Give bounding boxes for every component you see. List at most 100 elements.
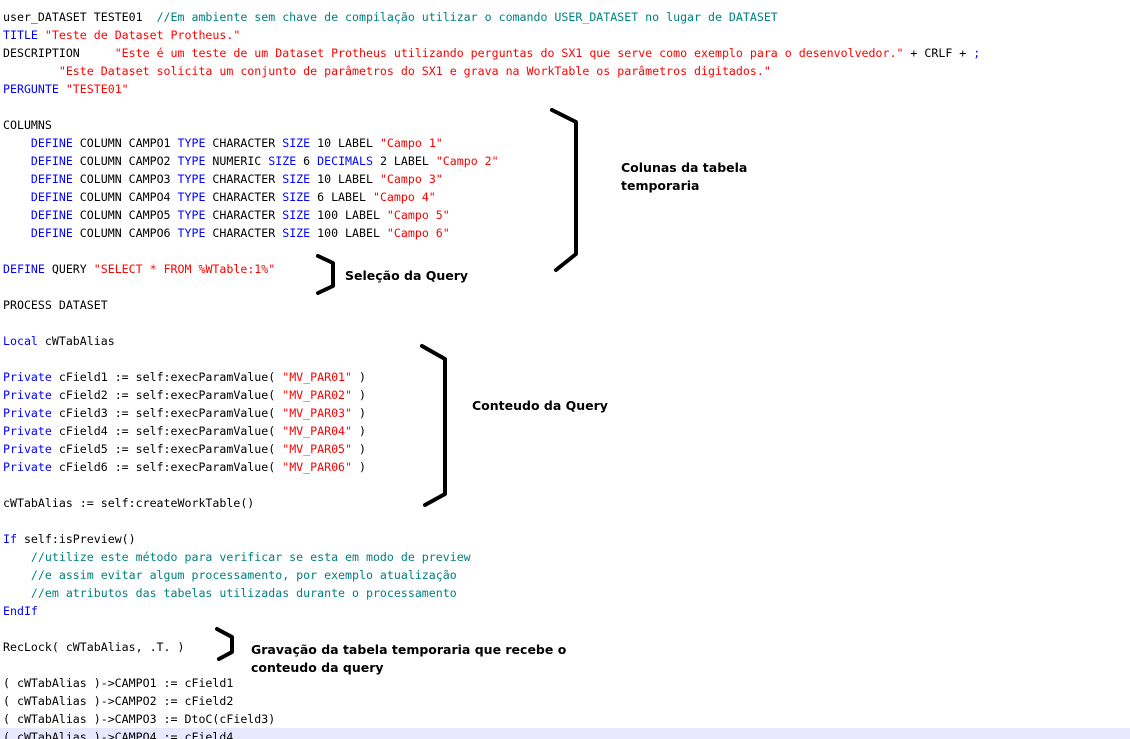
code-line[interactable]: PERGUNTE "TESTE01" bbox=[3, 80, 129, 98]
code-token-plain: NUMERIC bbox=[205, 154, 269, 168]
code-token-plain: cField5 := self:execParamValue( bbox=[51, 442, 283, 456]
code-line[interactable]: DEFINE QUERY "SELECT * FROM %WTable:1%" bbox=[3, 260, 275, 278]
code-token-plain bbox=[3, 172, 31, 186]
code-line[interactable]: PROCESS DATASET bbox=[3, 296, 108, 314]
code-token-keyword: Private bbox=[3, 370, 52, 384]
code-line[interactable]: //e assim evitar algum processamento, po… bbox=[3, 566, 457, 584]
code-line[interactable]: RecLock( cWTabAlias, .T. ) bbox=[3, 638, 184, 656]
code-line[interactable]: //em atributos das tabelas utilizadas du… bbox=[3, 584, 457, 602]
code-token-string: "TESTE01" bbox=[65, 82, 129, 96]
code-line[interactable]: Private cField4 := self:execParamValue( … bbox=[3, 422, 366, 440]
code-token-plain: ( cWTabAlias )->CAMPO4 := cField4 bbox=[3, 730, 234, 739]
code-line[interactable]: If self:isPreview() bbox=[3, 530, 136, 548]
code-token-plain: COLUMN CAMPO3 bbox=[72, 172, 178, 186]
code-token-plain: cField3 := self:execParamValue( bbox=[51, 406, 283, 420]
code-token-plain: user_DATASET TESTE01 bbox=[3, 10, 157, 24]
columns-brace bbox=[550, 108, 578, 272]
code-line[interactable]: ( cWTabAlias )->CAMPO2 := cField2 bbox=[3, 692, 233, 710]
code-token-keyword: TYPE bbox=[177, 208, 206, 222]
code-token-plain: COLUMN CAMPO1 bbox=[72, 136, 178, 150]
query-content-brace bbox=[420, 344, 447, 507]
code-token-plain bbox=[3, 568, 31, 582]
code-token-plain bbox=[3, 586, 31, 600]
code-line[interactable]: Private cField6 := self:execParamValue( … bbox=[3, 458, 366, 476]
code-token-string: "MV_PAR01" bbox=[282, 370, 353, 384]
code-line[interactable]: DEFINE COLUMN CAMPO4 TYPE CHARACTER SIZE… bbox=[3, 188, 436, 206]
code-token-string: "Campo 2" bbox=[435, 154, 499, 168]
code-line[interactable]: Private cField2 := self:execParamValue( … bbox=[3, 386, 366, 404]
code-line[interactable]: DEFINE COLUMN CAMPO6 TYPE CHARACTER SIZE… bbox=[3, 224, 450, 242]
code-token-plain: ( cWTabAlias )->CAMPO3 := DtoC(cField3) bbox=[3, 712, 276, 726]
code-token-plain bbox=[3, 190, 31, 204]
code-token-plain: ( cWTabAlias )->CAMPO1 := cField1 bbox=[3, 676, 234, 690]
code-line[interactable]: DEFINE COLUMN CAMPO1 TYPE CHARACTER SIZE… bbox=[3, 134, 443, 152]
code-token-string: "Campo 1" bbox=[379, 136, 443, 150]
code-token-keyword: Private bbox=[3, 388, 52, 402]
code-token-plain: 2 LABEL bbox=[372, 154, 436, 168]
code-token-plain: cWTabAlias bbox=[37, 334, 115, 348]
code-token-keyword: SIZE bbox=[282, 208, 311, 222]
code-line[interactable]: DEFINE COLUMN CAMPO2 TYPE NUMERIC SIZE 6… bbox=[3, 152, 499, 170]
code-token-keyword: DEFINE bbox=[30, 172, 73, 186]
code-token-plain bbox=[3, 64, 59, 78]
code-token-comment: //utilize este método para verificar se … bbox=[30, 550, 471, 564]
code-token-plain: COLUMN CAMPO6 bbox=[72, 226, 178, 240]
code-token-plain: cField1 := self:execParamValue( bbox=[51, 370, 283, 384]
code-line[interactable]: Private cField1 := self:execParamValue( … bbox=[3, 368, 366, 386]
code-token-string: "MV_PAR04" bbox=[282, 424, 353, 438]
code-token-plain: self:isPreview() bbox=[16, 532, 136, 546]
code-line[interactable]: Local cWTabAlias bbox=[3, 332, 115, 350]
code-token-keyword: DEFINE bbox=[30, 226, 73, 240]
code-token-string: "Campo 3" bbox=[379, 172, 443, 186]
code-line[interactable]: EndIf bbox=[3, 602, 38, 620]
code-token-keyword: DEFINE bbox=[3, 262, 45, 276]
code-token-plain: cField2 := self:execParamValue( bbox=[51, 388, 283, 402]
code-line[interactable]: ( cWTabAlias )->CAMPO4 := cField4 bbox=[3, 728, 233, 739]
code-token-plain: 100 LABEL bbox=[310, 226, 387, 240]
code-token-plain bbox=[3, 136, 31, 150]
code-token-plain: CHARACTER bbox=[205, 172, 283, 186]
code-token-keyword: DEFINE bbox=[30, 154, 73, 168]
query-select-brace bbox=[316, 254, 335, 295]
code-line[interactable]: ( cWTabAlias )->CAMPO1 := cField1 bbox=[3, 674, 233, 692]
code-token-string: "Este é um teste de um Dataset Protheus … bbox=[114, 46, 904, 60]
code-token-plain: PROCESS DATASET bbox=[3, 298, 108, 312]
code-line[interactable]: COLUMNS bbox=[3, 116, 52, 134]
code-token-keyword: TYPE bbox=[177, 136, 206, 150]
code-token-string: "Teste de Dataset Protheus." bbox=[44, 28, 241, 42]
code-line[interactable]: Private cField5 := self:execParamValue( … bbox=[3, 440, 366, 458]
code-line[interactable]: user_DATASET TESTE01 //Em ambiente sem c… bbox=[3, 8, 778, 26]
code-token-string: "Campo 6" bbox=[386, 226, 450, 240]
code-token-string: "MV_PAR06" bbox=[282, 460, 353, 474]
code-token-keyword: Private bbox=[3, 406, 52, 420]
code-token-keyword: TYPE bbox=[177, 190, 206, 204]
code-token-keyword: Private bbox=[3, 424, 52, 438]
code-token-plain: ) bbox=[352, 388, 366, 402]
code-token-keyword: SIZE bbox=[282, 136, 311, 150]
code-token-plain: ) bbox=[352, 424, 366, 438]
code-line[interactable]: Private cField3 := self:execParamValue( … bbox=[3, 404, 366, 422]
code-token-plain: QUERY bbox=[44, 262, 94, 276]
code-line[interactable]: DEFINE COLUMN CAMPO5 TYPE CHARACTER SIZE… bbox=[3, 206, 450, 224]
code-token-plain: 6 bbox=[296, 154, 318, 168]
code-token-keyword: TYPE bbox=[177, 172, 206, 186]
query-select-note: Seleção da Query bbox=[345, 268, 469, 283]
code-line[interactable]: ( cWTabAlias )->CAMPO3 := DtoC(cField3) bbox=[3, 710, 275, 728]
code-token-string: "Campo 5" bbox=[386, 208, 450, 222]
code-line[interactable]: TITLE "Teste de Dataset Protheus." bbox=[3, 26, 240, 44]
code-line[interactable]: //utilize este método para verificar se … bbox=[3, 548, 471, 566]
code-line[interactable]: DEFINE COLUMN CAMPO3 TYPE CHARACTER SIZE… bbox=[3, 170, 443, 188]
code-token-plain: 10 LABEL bbox=[310, 172, 380, 186]
code-line[interactable]: cWTabAlias := self:createWorkTable() bbox=[3, 494, 254, 512]
code-line[interactable]: DESCRIPTION "Este é um teste de um Datas… bbox=[3, 44, 980, 62]
code-token-keyword: SIZE bbox=[268, 154, 297, 168]
code-token-keyword: DEFINE bbox=[30, 208, 73, 222]
code-line[interactable]: "Este Dataset solicita um conjunto de pa… bbox=[3, 62, 771, 80]
code-token-comment: //Em ambiente sem chave de compilação ut… bbox=[156, 10, 778, 24]
code-token-keyword: If bbox=[3, 532, 17, 546]
code-token-keyword: Private bbox=[3, 460, 52, 474]
code-token-plain: ) bbox=[352, 370, 366, 384]
code-token-plain: cField4 := self:execParamValue( bbox=[51, 424, 283, 438]
query-content-note: Conteudo da Query bbox=[472, 398, 608, 413]
